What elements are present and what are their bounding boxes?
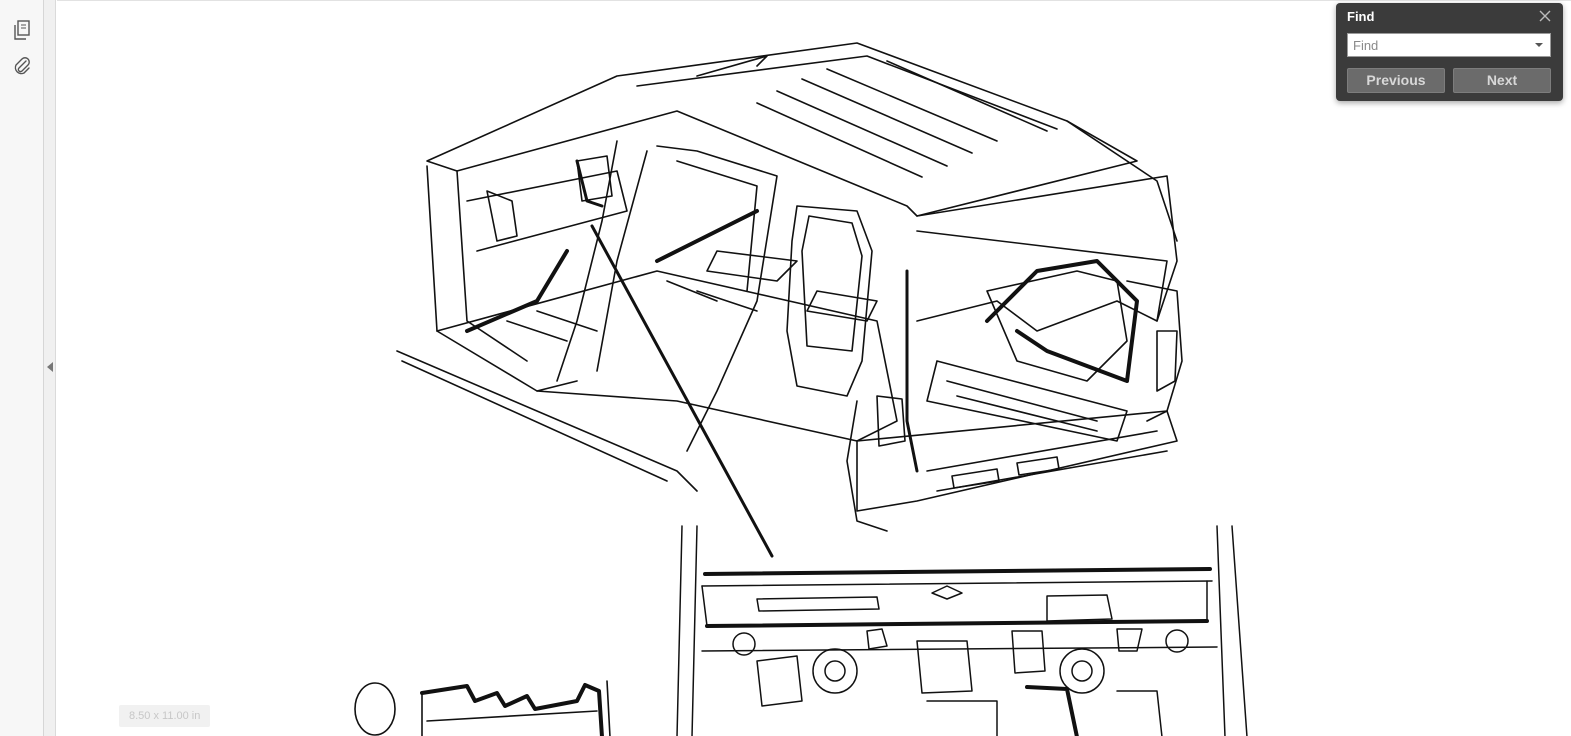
paperclip-icon [14,57,30,75]
triangle-left-icon [47,362,53,372]
vehicle-body-drawing [396,42,1183,558]
navigation-sidebar [0,0,44,736]
page-size-badge: 8.50 x 11.00 in [119,705,211,727]
page-drawing [354,42,1248,736]
small-detail-drawing [354,680,611,736]
chevron-down-icon [1535,43,1543,47]
find-panel: Find Previous Next [1336,3,1563,101]
sidebar-collapse-strip [44,0,56,736]
document-viewer[interactable]: 8.50 x 11.00 in [57,0,1571,736]
detail-inset-drawing [676,525,1248,736]
close-icon [1539,10,1551,22]
find-input[interactable] [1348,34,1528,56]
page-thumbnails-button[interactable] [8,16,36,44]
find-next-button[interactable]: Next [1453,68,1551,93]
find-previous-button[interactable]: Previous [1347,68,1445,93]
pages-icon [14,20,30,40]
find-options-dropdown[interactable] [1531,37,1547,53]
find-close-button[interactable] [1537,8,1553,24]
find-input-wrap [1347,33,1551,57]
find-title: Find [1347,9,1375,24]
attachments-button[interactable] [8,52,36,80]
collapse-sidebar-button[interactable] [46,360,54,374]
